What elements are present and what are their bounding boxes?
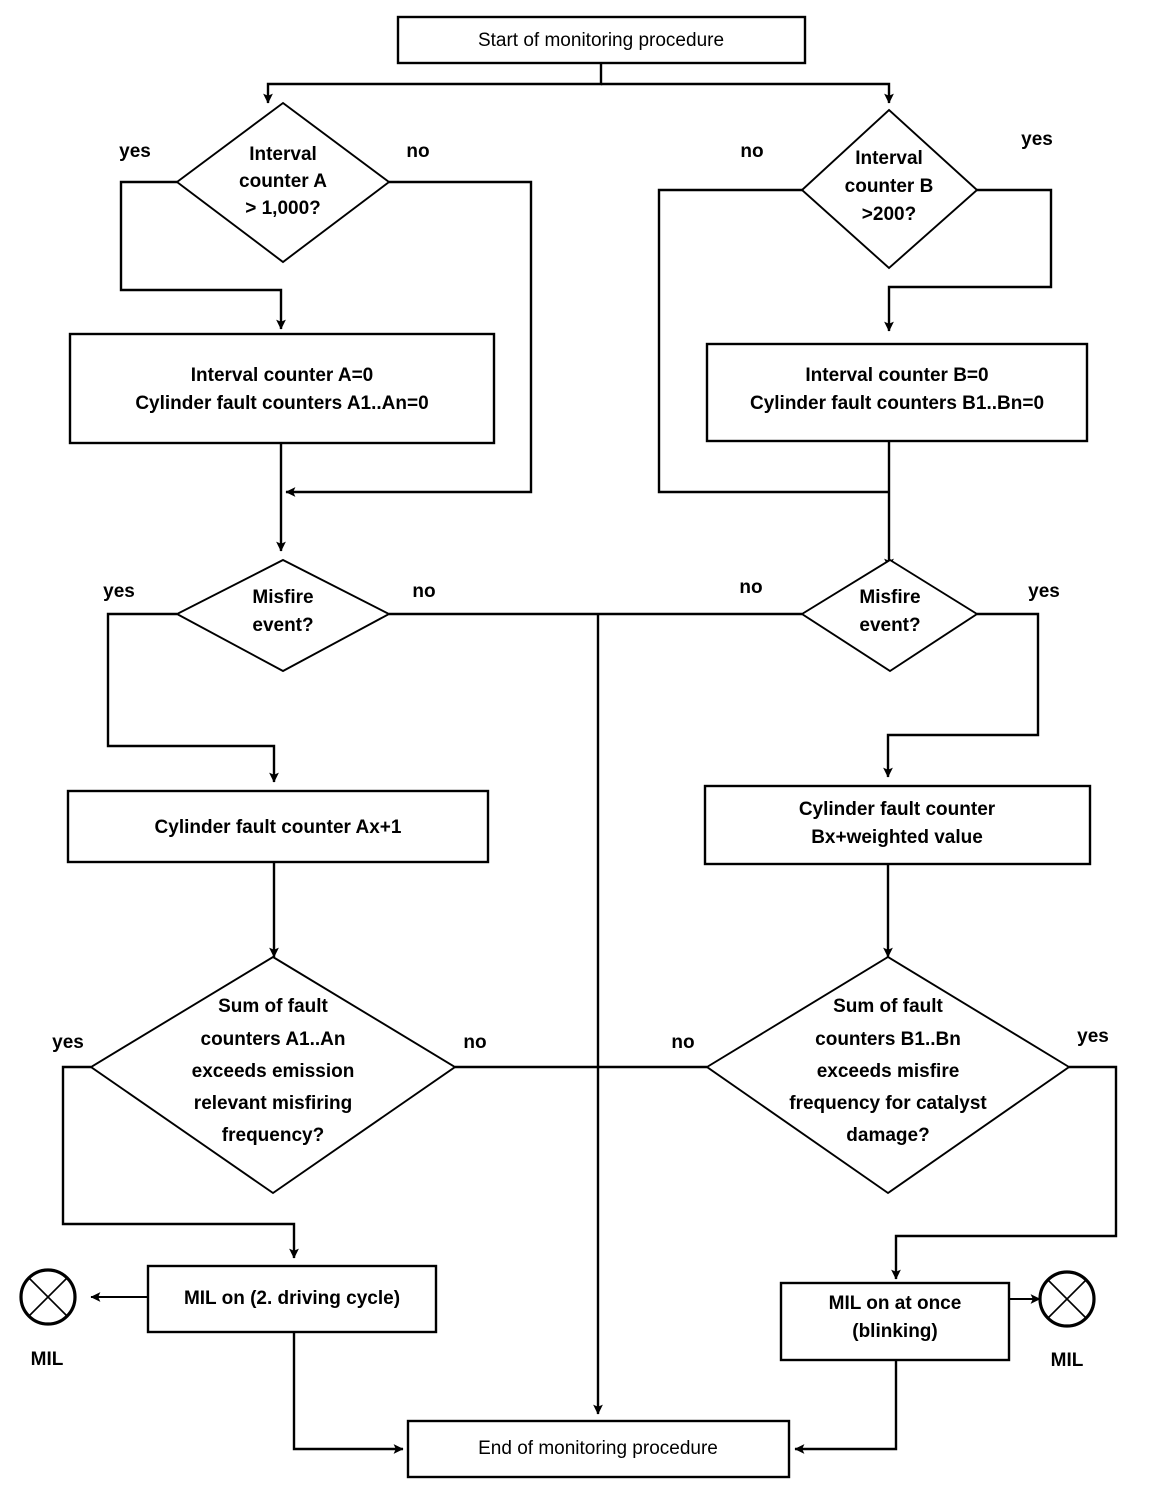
edge-interval-b-yes [884, 188, 1053, 332]
mil-lamp-icon-right [1038, 1270, 1096, 1328]
misfire-b-line1: Misfire [859, 587, 920, 608]
node-decision-interval-counter-b[interactable]: Interval counter B >200? [800, 108, 979, 270]
reset-b-line2: Cylinder fault counters B1..Bn=0 [750, 393, 1044, 414]
node-decision-misfire-event-a[interactable]: Misfire event? [174, 558, 392, 673]
edge-start-to-bus [263, 63, 894, 104]
mil-on-b-line2: (blinking) [852, 1321, 937, 1342]
decision-interval-a-line3: > 1,000? [245, 198, 321, 219]
node-decision-sum-fault-counters-a[interactable]: Sum of fault counters A1..An exceeds emi… [89, 955, 457, 1195]
edge-sum-b-yes [891, 1065, 1118, 1280]
sum-b-line2: counters B1..Bn [815, 1029, 961, 1050]
misfire-a-line2: event? [252, 615, 313, 636]
node-decision-interval-counter-a[interactable]: Interval counter A > 1,000? [175, 101, 391, 264]
edge-label-sum-a-no: no [463, 1032, 486, 1053]
reset-b-line1: Interval counter B=0 [805, 365, 988, 386]
decision-interval-b-line3: >200? [862, 204, 916, 225]
edge-interval-b-no [657, 188, 889, 494]
node-mil-on-at-once-blinking[interactable]: MIL on at once (blinking) [779, 1281, 1011, 1362]
decision-interval-a-line2: counter A [239, 171, 327, 192]
node-reset-counters-b[interactable]: Interval counter B=0 Cylinder fault coun… [705, 342, 1089, 443]
counter-bx-line2: Bx+weighted value [811, 827, 983, 848]
edge-misfire-b-yes [883, 612, 1040, 778]
reset-a-line2: Cylinder fault counters A1..An=0 [135, 393, 428, 414]
edge-interval-a-no [285, 180, 533, 497]
counter-bx-line1: Cylinder fault counter [799, 799, 996, 820]
sum-b-line5: damage? [846, 1125, 929, 1146]
node-start-label: Start of monitoring procedure [478, 30, 724, 51]
node-cylinder-fault-counter-ax[interactable]: Cylinder fault counter Ax+1 [66, 789, 490, 864]
edge-label-interval-b-no: no [740, 141, 763, 162]
mil-lamp-right-label: MIL [1051, 1350, 1084, 1371]
node-decision-misfire-event-b[interactable]: Misfire event? [800, 558, 979, 673]
mil-on-a-line1: MIL on (2. driving cycle) [184, 1288, 400, 1309]
sum-b-line4: frequency for catalyst [789, 1093, 987, 1114]
mil-lamp-icon-left [19, 1268, 77, 1326]
decision-interval-b-line1: Interval [855, 148, 923, 169]
node-start[interactable]: Start of monitoring procedure [396, 15, 807, 65]
misfire-a-line1: Misfire [252, 587, 313, 608]
sum-a-line3: exceeds emission [192, 1061, 355, 1082]
misfire-b-line2: event? [859, 615, 920, 636]
edge-interval-a-yes [119, 180, 286, 330]
mil-lamp-left-label: MIL [31, 1349, 64, 1370]
sum-b-line1: Sum of fault [833, 996, 943, 1017]
edge-label-misfire-b-no: no [739, 577, 762, 598]
reset-a-line1: Interval counter A=0 [191, 365, 374, 386]
node-mil-on-second-driving-cycle[interactable]: MIL on (2. driving cycle) [146, 1264, 438, 1334]
sum-a-line2: counters A1..An [201, 1029, 346, 1050]
edge-label-misfire-a-yes: yes [103, 581, 135, 602]
edge-label-interval-b-yes: yes [1021, 129, 1053, 150]
edge-mil-a-to-end [292, 1332, 404, 1454]
decision-interval-a-line1: Interval [249, 144, 317, 165]
edge-label-misfire-a-no: no [412, 581, 435, 602]
edge-label-sum-b-no: no [671, 1032, 694, 1053]
node-decision-sum-fault-counters-b[interactable]: Sum of fault counters B1..Bn exceeds mis… [705, 955, 1071, 1195]
edge-mil-b-to-end [794, 1360, 898, 1454]
edge-label-sum-a-yes: yes [52, 1032, 84, 1053]
edge-label-interval-a-yes: yes [119, 141, 151, 162]
sum-a-line4: relevant misfiring [194, 1093, 352, 1114]
edge-sum-a-yes [61, 1065, 299, 1259]
edge-misfire-a-yes [106, 612, 279, 783]
decision-interval-b-line2: counter B [845, 176, 934, 197]
edge-label-interval-a-no: no [406, 141, 429, 162]
edge-label-sum-b-yes: yes [1077, 1026, 1109, 1047]
node-reset-counters-a[interactable]: Interval counter A=0 Cylinder fault coun… [68, 332, 496, 445]
mil-on-b-line1: MIL on at once [829, 1293, 962, 1314]
counter-ax-line1: Cylinder fault counter Ax+1 [155, 817, 402, 838]
node-cylinder-fault-counter-bx[interactable]: Cylinder fault counter Bx+weighted value [703, 784, 1092, 866]
node-end-label: End of monitoring procedure [478, 1438, 718, 1459]
edge-label-misfire-b-yes: yes [1028, 581, 1060, 602]
node-end[interactable]: End of monitoring procedure [406, 1419, 791, 1479]
sum-b-line3: exceeds misfire [817, 1061, 960, 1082]
sum-a-line1: Sum of fault [218, 996, 328, 1017]
sum-a-line5: frequency? [222, 1125, 324, 1146]
